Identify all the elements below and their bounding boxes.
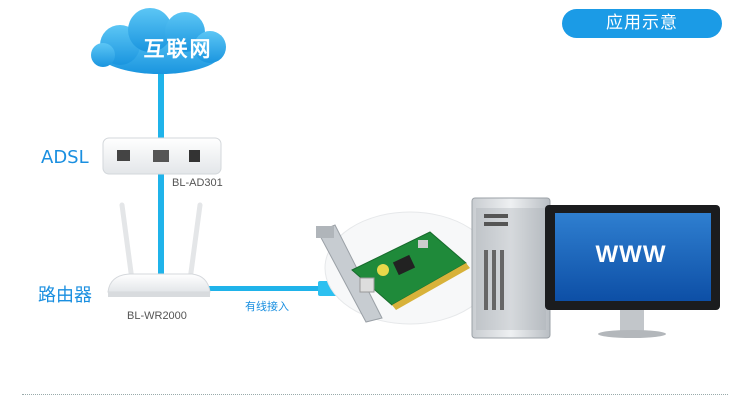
wired-access-label: 有线接入 bbox=[245, 300, 289, 313]
monitor bbox=[545, 205, 720, 338]
monitor-text: WWW bbox=[595, 241, 667, 268]
bottom-divider bbox=[22, 394, 728, 395]
cable-horizontal bbox=[200, 286, 320, 291]
computer-tower bbox=[471, 197, 551, 339]
cable-vertical bbox=[158, 70, 164, 286]
adsl-modem bbox=[102, 137, 222, 175]
router-label: 路由器 bbox=[38, 285, 92, 306]
adsl-label: ADSL bbox=[41, 147, 89, 168]
wireless-router bbox=[107, 202, 211, 297]
adsl-model: BL-AD301 bbox=[172, 177, 223, 189]
internet-cloud bbox=[91, 8, 226, 74]
router-model: BL-WR2000 bbox=[127, 310, 187, 322]
network-card bbox=[316, 224, 470, 323]
cloud-label: 互联网 bbox=[143, 37, 213, 61]
title-badge: 应用示意 bbox=[562, 9, 722, 38]
